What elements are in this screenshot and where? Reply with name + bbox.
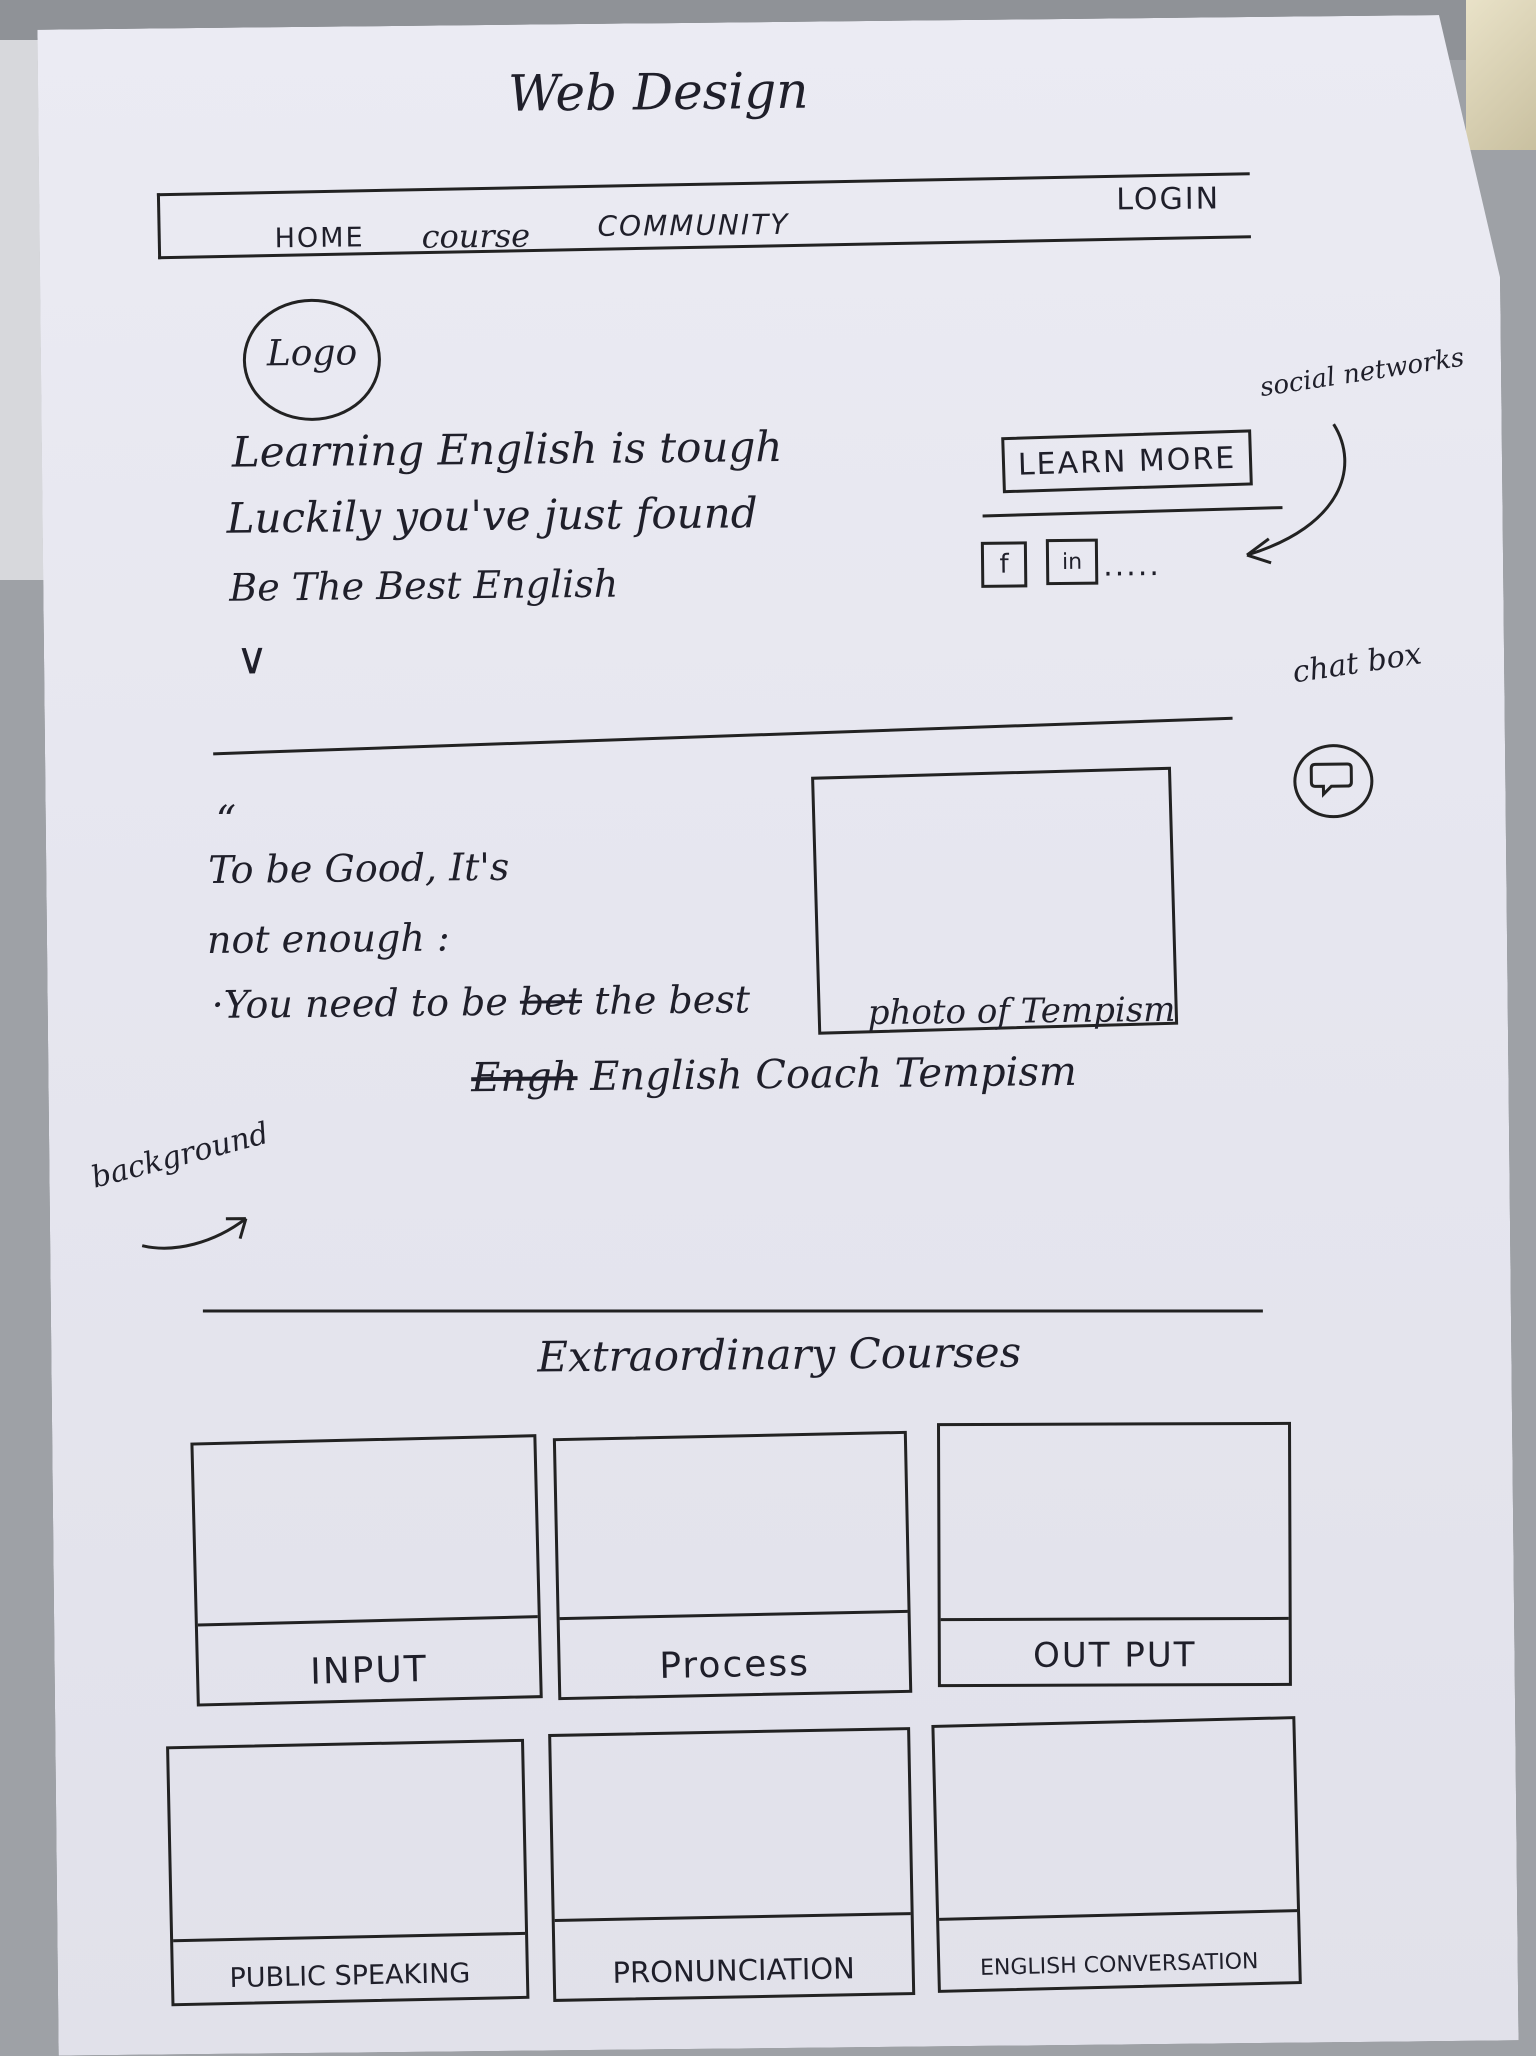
section-divider-2 (203, 1309, 1263, 1312)
section-divider-1 (213, 717, 1232, 756)
nav-course[interactable]: course (421, 216, 531, 256)
paper-tray (1466, 0, 1536, 150)
course-card-output[interactable]: OUT PUT (937, 1422, 1292, 1687)
quote-line-3: ·You need to be bet the best (211, 977, 750, 1027)
quote-attribution: background Engh English Coach Tempism (216, 1049, 1077, 1104)
quote-line-1: To be Good, It's (208, 844, 510, 892)
scroll-down-chevron-icon[interactable]: ∨ (235, 633, 269, 685)
nav-home[interactable]: HOME (274, 222, 365, 255)
card-separator (173, 1932, 525, 1942)
facebook-icon[interactable]: f (981, 541, 1027, 587)
logo-label: Logo (266, 332, 358, 375)
nav-community[interactable]: COMMUNITY (597, 207, 790, 243)
course-label: PUBLIC SPEAKING (229, 1958, 471, 1995)
card-separator (198, 1615, 538, 1626)
course-label: ENGLISH CONVERSATION (979, 1949, 1259, 1981)
social-annotation-arrow-icon (1222, 416, 1384, 568)
chat-box-annotation: chat box (1290, 636, 1424, 691)
course-card-pronunciation[interactable]: PRONUNCIATION (548, 1727, 915, 2002)
course-card-input[interactable]: INPUT (190, 1434, 542, 1706)
sketch-title: Web Design (507, 61, 809, 123)
course-card-process[interactable]: Process (553, 1431, 912, 1700)
hero-line-3: Be The Best English (229, 561, 619, 610)
chat-bubble-icon (1307, 758, 1355, 801)
course-card-english-conversation[interactable]: ENGLISH CONVERSATION (931, 1716, 1301, 1993)
sketch-paper: Web Design HOME course COMMUNITY LOGIN L… (37, 14, 1518, 2055)
hero-line-1: Learning English is tough (231, 421, 783, 477)
quote-line-2: not enough : (206, 915, 450, 962)
card-separator (560, 1610, 908, 1620)
background-annotation-arrow-icon (134, 1182, 265, 1263)
more-social-ellipsis: ..... (1102, 547, 1161, 584)
courses-section-title: Extraordinary Courses (537, 1327, 1022, 1382)
card-separator (939, 1909, 1297, 1921)
quote-line-3-struck: bet (519, 979, 583, 1024)
card-separator (555, 1912, 911, 1922)
nav-login[interactable]: LOGIN (1116, 181, 1221, 218)
learn-more-button[interactable]: LEARN MORE (1001, 429, 1253, 493)
quote-mark: “ (215, 797, 237, 844)
card-separator (941, 1617, 1289, 1621)
course-card-public-speaking[interactable]: PUBLIC SPEAKING (166, 1739, 529, 2006)
quote-attribution-suffix: English Coach Tempism (577, 1048, 1078, 1101)
quote-attribution-struck: Engh (470, 1054, 578, 1102)
course-label: Process (658, 1642, 811, 1688)
photo-caption: photo of Tempism (867, 989, 1176, 1034)
linkedin-icon[interactable]: in (1046, 539, 1098, 586)
course-label: PRONUNCIATION (612, 1951, 856, 1990)
course-label: INPUT (309, 1648, 429, 1693)
hero-line-2: Luckily you've just found (226, 488, 758, 543)
social-networks-annotation: social networks (1258, 342, 1467, 404)
quote-line-3-suffix: the best (581, 977, 751, 1024)
quote-line-3-prefix: ·You need to be (211, 979, 521, 1027)
course-label: OUT PUT (1033, 1635, 1197, 1676)
